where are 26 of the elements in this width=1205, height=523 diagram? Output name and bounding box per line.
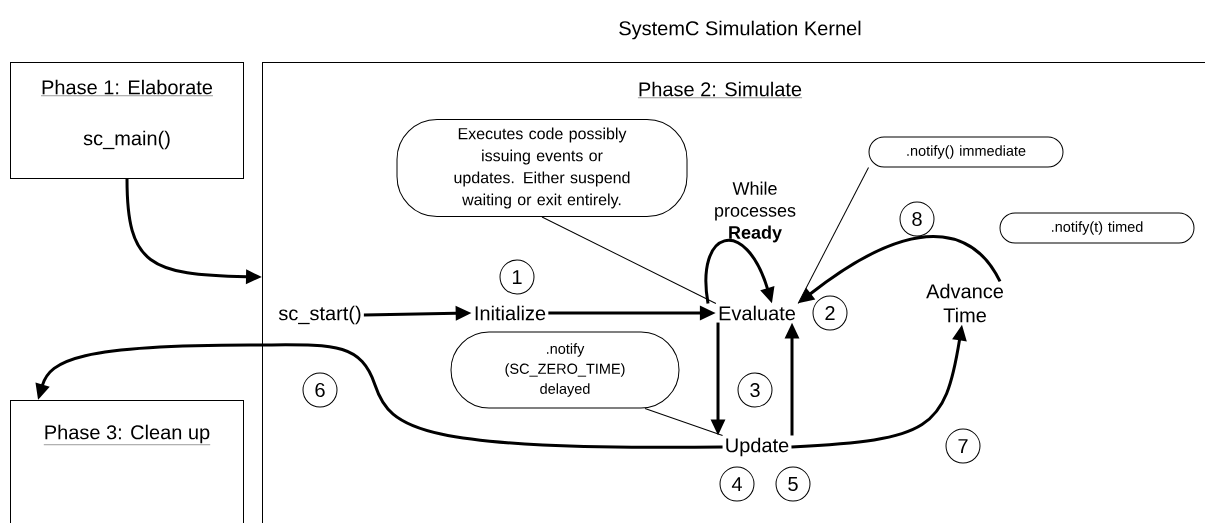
step-label: Update <box>726 437 789 457</box>
step-label: Advance Time <box>926 283 1003 323</box>
step-number: 5 <box>775 466 811 502</box>
callout-bubble: .notify(t) timed <box>999 212 1195 244</box>
callout-bubble: Executes code possibly issuing events or updates. Either suspend waiting or exit entirely. <box>396 119 688 217</box>
callout-bubble: .notify() immediate <box>868 136 1064 168</box>
step-number: 2 <box>812 295 848 331</box>
leader-line <box>644 408 724 436</box>
title: SystemC Simulation Kernel <box>619 20 861 40</box>
step-label: Evaluate <box>719 305 795 321</box>
step-number: 3 <box>737 372 773 408</box>
arrow <box>704 239 775 304</box>
leader-line <box>541 216 717 304</box>
step-number: 7 <box>945 428 981 464</box>
phase-box: Phase 3: Clean up <box>10 400 244 523</box>
edge-label: While processes Ready <box>715 181 796 243</box>
phase-box: Phase 1: Elaborate sc_main() <box>10 62 244 179</box>
arrow <box>35 343 723 449</box>
step-number: 6 <box>302 372 338 408</box>
step-number: 1 <box>499 259 535 295</box>
step-label: sc_start() <box>278 305 361 325</box>
step-label: Initialize <box>475 305 546 321</box>
step-number: 8 <box>899 201 935 237</box>
step-number: 4 <box>719 466 755 502</box>
callout-bubble: .notify (SC_ZERO_TIME) delayed <box>450 331 680 409</box>
leader-line <box>797 167 869 304</box>
